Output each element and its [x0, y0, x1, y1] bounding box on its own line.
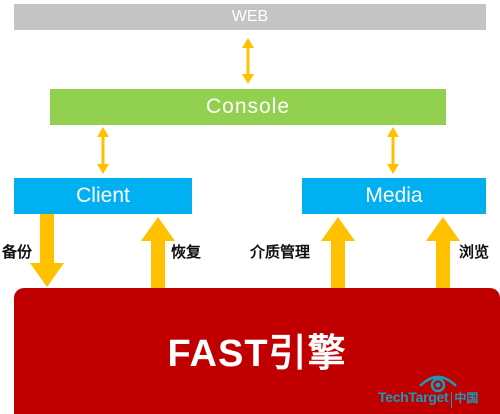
techtarget-watermark: TechTarget 中国 — [378, 372, 496, 408]
browse-arrow — [426, 217, 460, 289]
watermark-region: 中国 — [451, 392, 480, 408]
console-client-arrow — [97, 127, 109, 174]
backup-label: 备份 — [2, 244, 33, 261]
restore-label: 恢复 — [171, 244, 202, 261]
restore-arrow — [141, 217, 175, 289]
client-node: Client — [14, 178, 192, 214]
web-label: WEB — [231, 8, 269, 25]
media-management-arrow — [321, 217, 355, 289]
eye-logo-icon — [419, 375, 457, 393]
fast-engine-node: FAST引擎 — [14, 288, 500, 414]
console-media-arrow — [387, 127, 399, 174]
web-console-arrow — [242, 38, 254, 84]
watermark-brand: TechTarget — [378, 389, 449, 405]
console-node: Console — [50, 89, 446, 125]
backup-arrow — [30, 212, 64, 287]
media-label: Media — [365, 184, 423, 207]
media-node: Media — [302, 178, 486, 214]
engine-label: FAST引擎 — [167, 332, 347, 375]
media-management-label: 介质管理 — [250, 244, 311, 261]
client-label: Client — [76, 184, 130, 207]
console-label: Console — [205, 95, 291, 118]
web-node: WEB — [14, 4, 486, 30]
browse-label: 浏览 — [459, 244, 490, 261]
